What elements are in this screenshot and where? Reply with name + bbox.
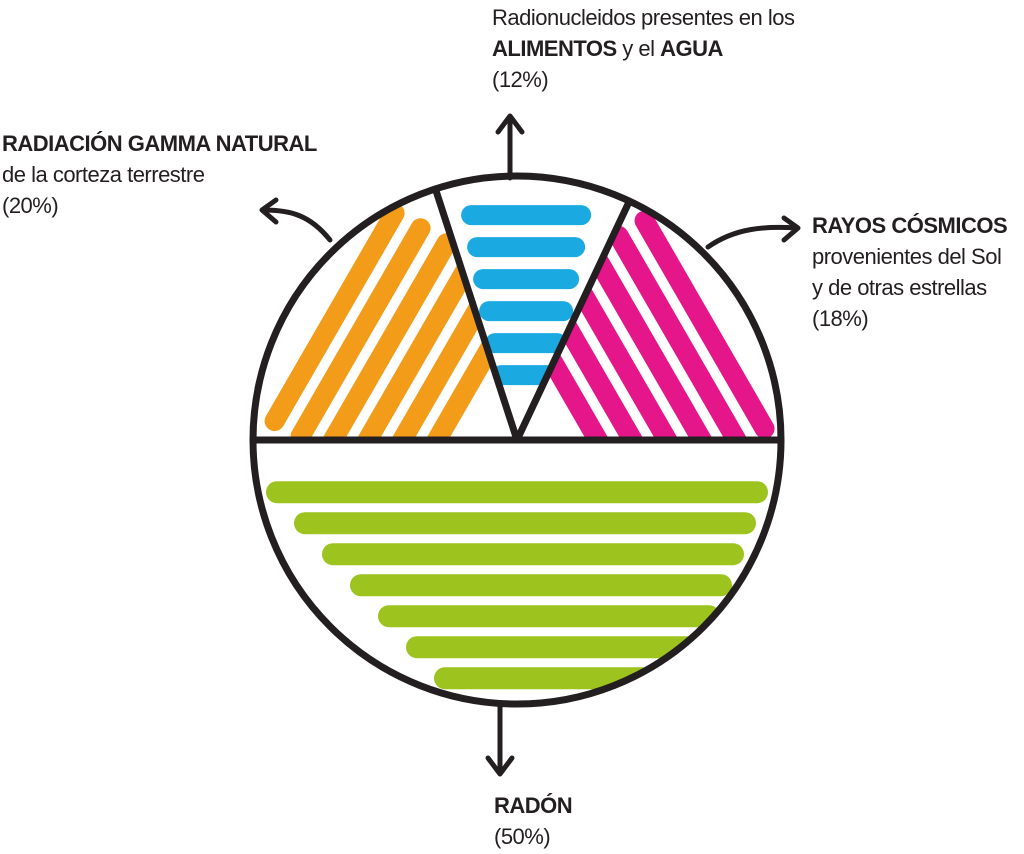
slice-alimentos [461,205,592,386]
label-line: de la corteza terrestre [2,162,205,187]
label-alimentos: Radionucleidos presentes en los ALIMENTO… [492,2,795,95]
slice-divider [431,185,521,444]
label-percent: (50%) [494,824,551,849]
stripe-gamma [264,203,405,432]
label-percent: (12%) [492,67,549,92]
label-percent: (20%) [2,193,59,218]
label-percent: (18%) [812,306,869,331]
label-bold: AGUA [660,36,723,61]
arrow-gamma [259,197,333,243]
label-radon: RADÓN (50%) [494,790,573,852]
label-line: Radionucleidos presentes en los [492,5,795,30]
label-gamma: RADIACIÓN GAMMA NATURAL de la corteza te… [2,128,317,221]
label-line: provenientes del Sol [812,244,1002,269]
stripe-cosmicos [634,210,775,439]
label-text: y el [616,36,661,61]
label-title: RADIACIÓN GAMMA NATURAL [2,131,317,156]
stripe-gamma [316,233,457,440]
arrow-cosmicos [705,215,801,250]
slice-divider [513,197,633,444]
label-cosmicos: RAYOS CÓSMICOS provenientes del Sol y de… [812,210,1008,334]
label-line: y de otras estrellas [812,275,987,300]
arrow-radon [485,703,515,777]
arrow-alimentos [495,113,525,181]
label-title: RAYOS CÓSMICOS [812,213,1008,238]
label-title: RADÓN [494,793,573,818]
stripe-cosmicos [582,240,723,440]
slice-radon [266,481,768,690]
stripe-gamma [342,248,483,440]
stripe-gamma [290,218,431,440]
stripe-cosmicos [608,225,749,440]
label-line: ALIMENTOS y el AGUA [492,33,794,64]
label-bold: ALIMENTOS [492,36,617,61]
